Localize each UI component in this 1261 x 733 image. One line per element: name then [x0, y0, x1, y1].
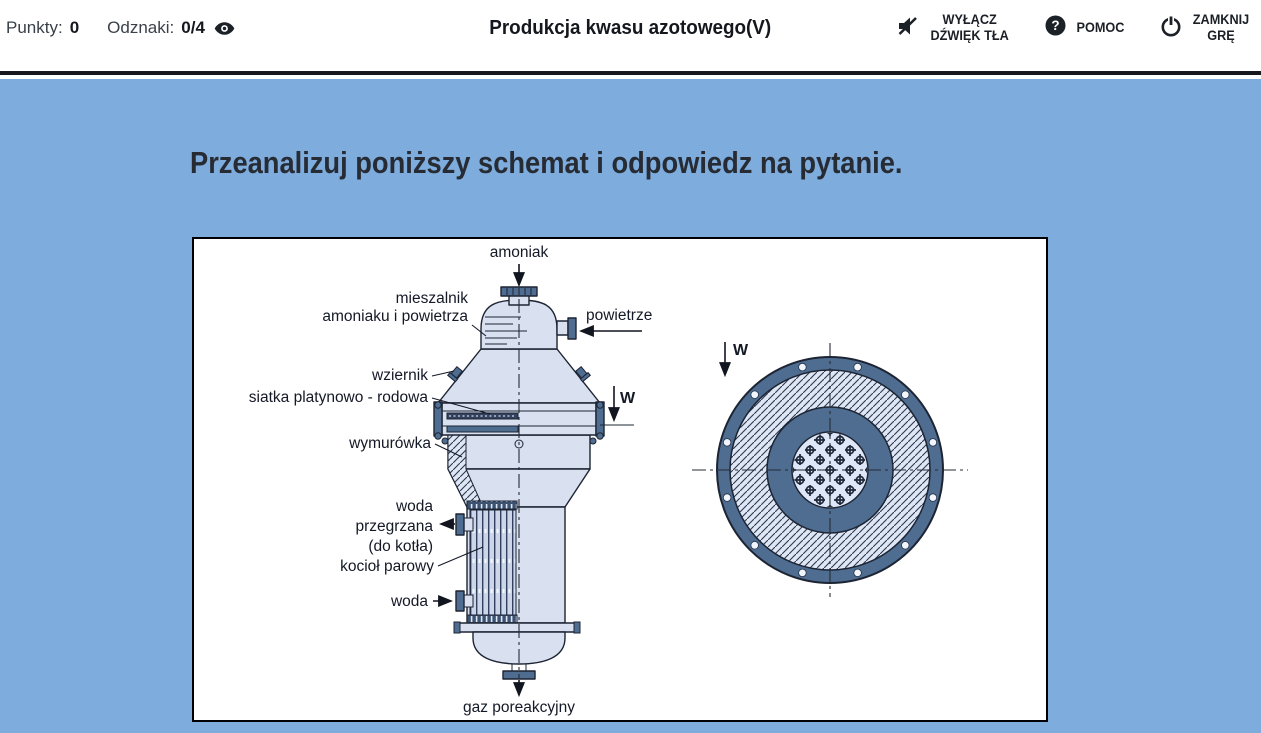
bottom-dome [472, 631, 566, 665]
eye-icon[interactable] [214, 21, 235, 36]
mute-background-sound-button[interactable]: WYŁĄCZ DŹWIĘK TŁA [897, 12, 1011, 44]
flow-arrows [433, 264, 642, 698]
muted-speaker-icon [897, 15, 919, 42]
help-button[interactable]: ? POMOC [1045, 15, 1126, 41]
help-label: POMOC [1076, 20, 1125, 36]
reactor-vessel: W [433, 286, 636, 680]
sight-glass-stub-left [447, 365, 463, 383]
svg-text:W: W [620, 390, 636, 407]
label-lining: wymurówka [348, 435, 431, 452]
label-superheated-water-1: woda [395, 498, 433, 515]
leader-lines [431, 324, 491, 567]
section-marker-vessel: W [600, 386, 636, 426]
close-game-button[interactable]: ZAMKNIJ GRĘ [1160, 12, 1251, 44]
label-post-reaction-gas: gaz poreakcyjny [463, 699, 575, 716]
points-value: 0 [69, 18, 80, 37]
power-icon [1160, 15, 1182, 42]
air-nozzle [556, 320, 569, 336]
question-area: Przeanalizuj poniższy schemat i odpowied… [0, 79, 1261, 733]
reactor-schematic: W amoniak mieszalni [249, 244, 968, 716]
boiler-tubes [469, 509, 517, 621]
label-water: woda [390, 593, 428, 610]
superheated-water-nozzle [463, 517, 474, 532]
mute-label-line2: DŹWIĘK TŁA [930, 28, 1009, 43]
diagram-panel: W amoniak mieszalni [192, 237, 1048, 722]
label-platinum-mesh: siatka platynowo - rodowa [249, 389, 429, 406]
points-stat: Punkty: 0 [6, 18, 79, 38]
mute-label-line1: WYŁĄCZ [942, 12, 997, 28]
svg-text:W: W [733, 342, 749, 359]
game-header: Punkty: 0 Odznaki: 0/4 Produkcja kwasu a… [0, 0, 1261, 75]
label-mixer-2: amoniaku i powietrza [322, 308, 468, 325]
badges-label: Odznaki: [107, 18, 175, 37]
badges-value: 0/4 [181, 18, 205, 37]
water-inlet-nozzle [463, 594, 474, 608]
score-stats: Punkty: 0 Odznaki: 0/4 [0, 18, 235, 38]
points-label: Punkty: [6, 18, 63, 37]
label-superheated-water-2: przegrzana [355, 518, 433, 535]
sight-glass-stub-right [575, 365, 591, 383]
svg-text:?: ? [1051, 18, 1059, 33]
diagram-labels: amoniak mieszalnik amoniaku i powietrza … [249, 244, 653, 716]
question-mark-icon: ? [1045, 15, 1066, 41]
label-ammonia: amoniak [490, 244, 549, 261]
label-superheated-water-3: (do kotła) [368, 538, 433, 555]
label-sight-glass: wziernik [371, 367, 428, 384]
section-view: W [692, 342, 968, 597]
badges-stat: Odznaki: 0/4 [107, 18, 235, 38]
question-heading: Przeanalizuj poniższy schemat i odpowied… [190, 145, 903, 180]
label-mixer-1: mieszalnik [396, 290, 469, 307]
close-label-line1: ZAMKNIJ [1192, 12, 1250, 28]
label-air: powietrze [586, 307, 652, 324]
section-marker-top: W [719, 342, 749, 378]
label-steam-boiler: kocioł parowy [340, 558, 434, 575]
close-label-line2: GRĘ [1207, 28, 1235, 43]
